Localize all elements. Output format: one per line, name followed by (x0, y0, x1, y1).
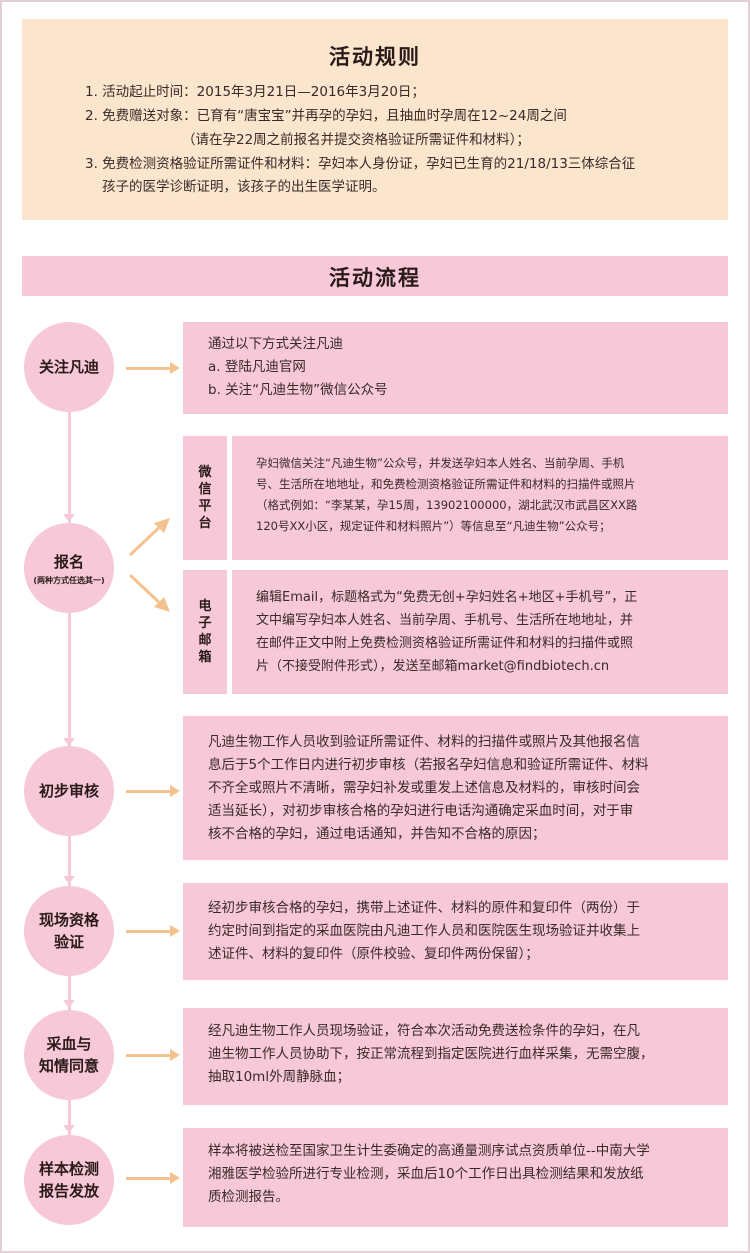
arrow-verify (126, 925, 180, 937)
step-follow-box: 通过以下方式关注凡迪 a. 登陆凡迪官网 b. 关注“凡迪生物”微信公众号 (183, 322, 728, 414)
arrow-blood (126, 1049, 180, 1061)
step-review-label: 初步审核 (38, 782, 99, 800)
step-register-circle: 报名 (两种方式任选其一) (24, 523, 114, 613)
step-report-label-2: 报告发放 (38, 1182, 99, 1200)
rule-line-3: 3. 免费检测资格验证所需证件和材料：孕妇本人身份证，孕妇已生育的21/18/1… (85, 156, 636, 172)
rules-section: 活动规则 1. 活动起止时间：2015年3月21日—2016年3月20日； 2.… (22, 19, 728, 220)
step-verify-box: 经初步审核合格的孕妇，携带上述证件、材料的原件和复印件（两份）于 约定时间到指定… (183, 883, 728, 980)
email-char-2: 子 (198, 616, 212, 631)
wechat-char-1: 微 (198, 465, 212, 480)
step-review-circle: 初步审核 (24, 746, 114, 836)
report-line-2: 湘雅医学检验所进行专业检测，采血后10个工作日出具检测结果和发放纸 (208, 1166, 644, 1182)
step-report-circle: 样本检测 报告发放 (24, 1135, 114, 1225)
verify-line-3: 述证件、材料的复印件（原件校验、复印件两份保留）； (208, 946, 539, 962)
step-follow-label: 关注凡迪 (38, 358, 99, 376)
follow-line-3: b. 关注“凡迪生物”微信公众号 (208, 382, 388, 398)
step-review-box: 凡迪生物工作人员收到验证所需证件、材料的扫描件或照片及其他报名信 息后于5个工作… (183, 716, 728, 860)
step-blood-circle: 采血与 知情同意 (24, 1010, 114, 1100)
step-report-box: 样本将被送检至国家卫生计生委确定的高通量测序试点资质单位--中南大学 湘雅医学检… (183, 1128, 728, 1227)
email-line-3: 在邮件正文中附上免费检测资格验证所需证件和材料的扫描件或照 (256, 636, 634, 651)
step-verify-label-1: 现场资格 (38, 911, 99, 929)
step-blood-label-1: 采血与 (46, 1035, 92, 1053)
report-line-1: 样本将被送检至国家卫生计生委确定的高通量测序试点资质单位--中南大学 (208, 1143, 650, 1159)
wechat-line-2: 号、生活所在地地址，和免费检测资格验证所需证件和材料的扫描件或照片 (256, 477, 636, 491)
email-content-box: 编辑Email，标题格式为“免费无创+孕妇姓名+地区+手机号”，正 文中编写孕妇… (232, 570, 728, 694)
rule-line-2-note: （请在孕22周之前报名并提交资格验证所需证件和材料）； (182, 132, 530, 148)
connector-arrow-3 (63, 876, 75, 884)
rule-line-1: 1. 活动起止时间：2015年3月21日—2016年3月20日； (85, 84, 425, 100)
step-blood-box: 经凡迪生物工作人员现场验证，符合本次活动免费送检条件的孕妇，在凡 迪生物工作人员… (183, 1008, 728, 1105)
arrow-to-wechat (128, 521, 166, 557)
step-verify-circle: 现场资格 验证 (24, 886, 114, 976)
connector-arrow-2 (63, 738, 75, 746)
email-char-1: 电 (198, 599, 212, 614)
follow-line-2: a. 登陆凡迪官网 (208, 359, 306, 375)
connector-arrow-1 (63, 514, 75, 522)
arrow-to-email (128, 573, 166, 609)
review-line-2: 息后于5个工作日内进行初步审核（若报名孕妇信息和验证所需证件、材料 (208, 757, 649, 773)
review-line-5: 核不合格的孕妇，通过电话通知，并告知不合格的原因； (208, 826, 546, 842)
arrow-review (126, 785, 180, 797)
email-line-2: 文中编写孕妇本人姓名、当前孕周、手机号、生活所在地地址，并 (256, 613, 634, 628)
rules-title: 活动规则 (329, 45, 421, 69)
blood-line-2: 迪生物工作人员协助下，按正常流程到指定医院进行血样采集，无需空腹， (208, 1046, 654, 1062)
arrow-head-email (154, 597, 170, 612)
report-line-3: 质检测报告。 (208, 1189, 289, 1205)
email-line-1: 编辑Email，标题格式为“免费无创+孕妇姓名+地区+手机号”，正 (256, 590, 638, 605)
verify-line-1: 经初步审核合格的孕妇，携带上述证件、材料的原件和复印件（两份）于 (208, 900, 640, 916)
email-label-box: 电 子 邮 箱 (183, 570, 227, 694)
email-line-4: 片（不接受附件形式），发送至邮箱market@findbiotech.cn (256, 659, 610, 674)
connector-arrow-4 (63, 1000, 75, 1008)
review-line-4: 适当延长），对初步审核合格的孕妇进行电话沟通确定采血时间，对于审 (208, 803, 634, 819)
wechat-line-4: 120号XX小区，规定证件和材料照片”）等信息至“凡迪生物”公众号； (256, 519, 611, 533)
step-register-label: 报名 (53, 552, 84, 571)
email-char-4: 箱 (198, 650, 212, 665)
verify-line-2: 约定时间到指定的采血医院由凡迪工作人员和医院医生现场验证并收集上 (208, 923, 640, 939)
wechat-char-4: 台 (198, 516, 212, 531)
step-follow-circle: 关注凡迪 (24, 322, 114, 412)
arrow-head-wechat (154, 518, 170, 533)
email-char-3: 邮 (198, 633, 212, 648)
wechat-label-box: 微 信 平 台 (183, 436, 227, 560)
review-line-3: 不齐全或照片不清晰，需孕妇补发或重发上述信息及材料的，审核时间会 (208, 780, 640, 796)
step-register-sublabel: (两种方式任选其一) (33, 575, 105, 585)
step-blood-label-2: 知情同意 (38, 1057, 99, 1075)
wechat-char-2: 信 (198, 482, 212, 497)
wechat-line-3: （格式例如：“李某某，孕15周，13902100000，湖北武汉市武昌区XX路 (256, 498, 638, 512)
process-title: 活动流程 (329, 266, 421, 290)
connector-arrow-5 (63, 1125, 75, 1133)
rule-line-3-cont: 孩子的医学诊断证明，该孩子的出生医学证明。 (102, 179, 386, 195)
review-line-1: 凡迪生物工作人员收到验证所需证件、材料的扫描件或照片及其他报名信 (208, 734, 640, 750)
arrow-register-branches (128, 518, 170, 612)
step-report-label-1: 样本检测 (38, 1160, 99, 1178)
blood-line-3: 抽取10ml外周静脉血； (208, 1069, 351, 1085)
wechat-line-1: 孕妇微信关注“凡迪生物”公众号，并发送孕妇本人姓名、当前孕周、手机 (256, 456, 625, 470)
wechat-char-3: 平 (198, 499, 212, 514)
rule-line-2: 2. 免费赠送对象：已育有“唐宝宝”并再孕的孕妇，且抽血时孕周在12~24周之间 (85, 108, 567, 124)
blood-line-1: 经凡迪生物工作人员现场验证，符合本次活动免费送检条件的孕妇，在凡 (208, 1023, 640, 1039)
step-verify-label-2: 验证 (53, 933, 84, 951)
process-header: 活动流程 (22, 256, 728, 296)
wechat-content-box: 孕妇微信关注“凡迪生物”公众号，并发送孕妇本人姓名、当前孕周、手机 号、生活所在… (232, 436, 728, 560)
arrow-report (126, 1172, 180, 1184)
follow-line-1: 通过以下方式关注凡迪 (208, 336, 343, 352)
arrow-follow (126, 362, 180, 374)
